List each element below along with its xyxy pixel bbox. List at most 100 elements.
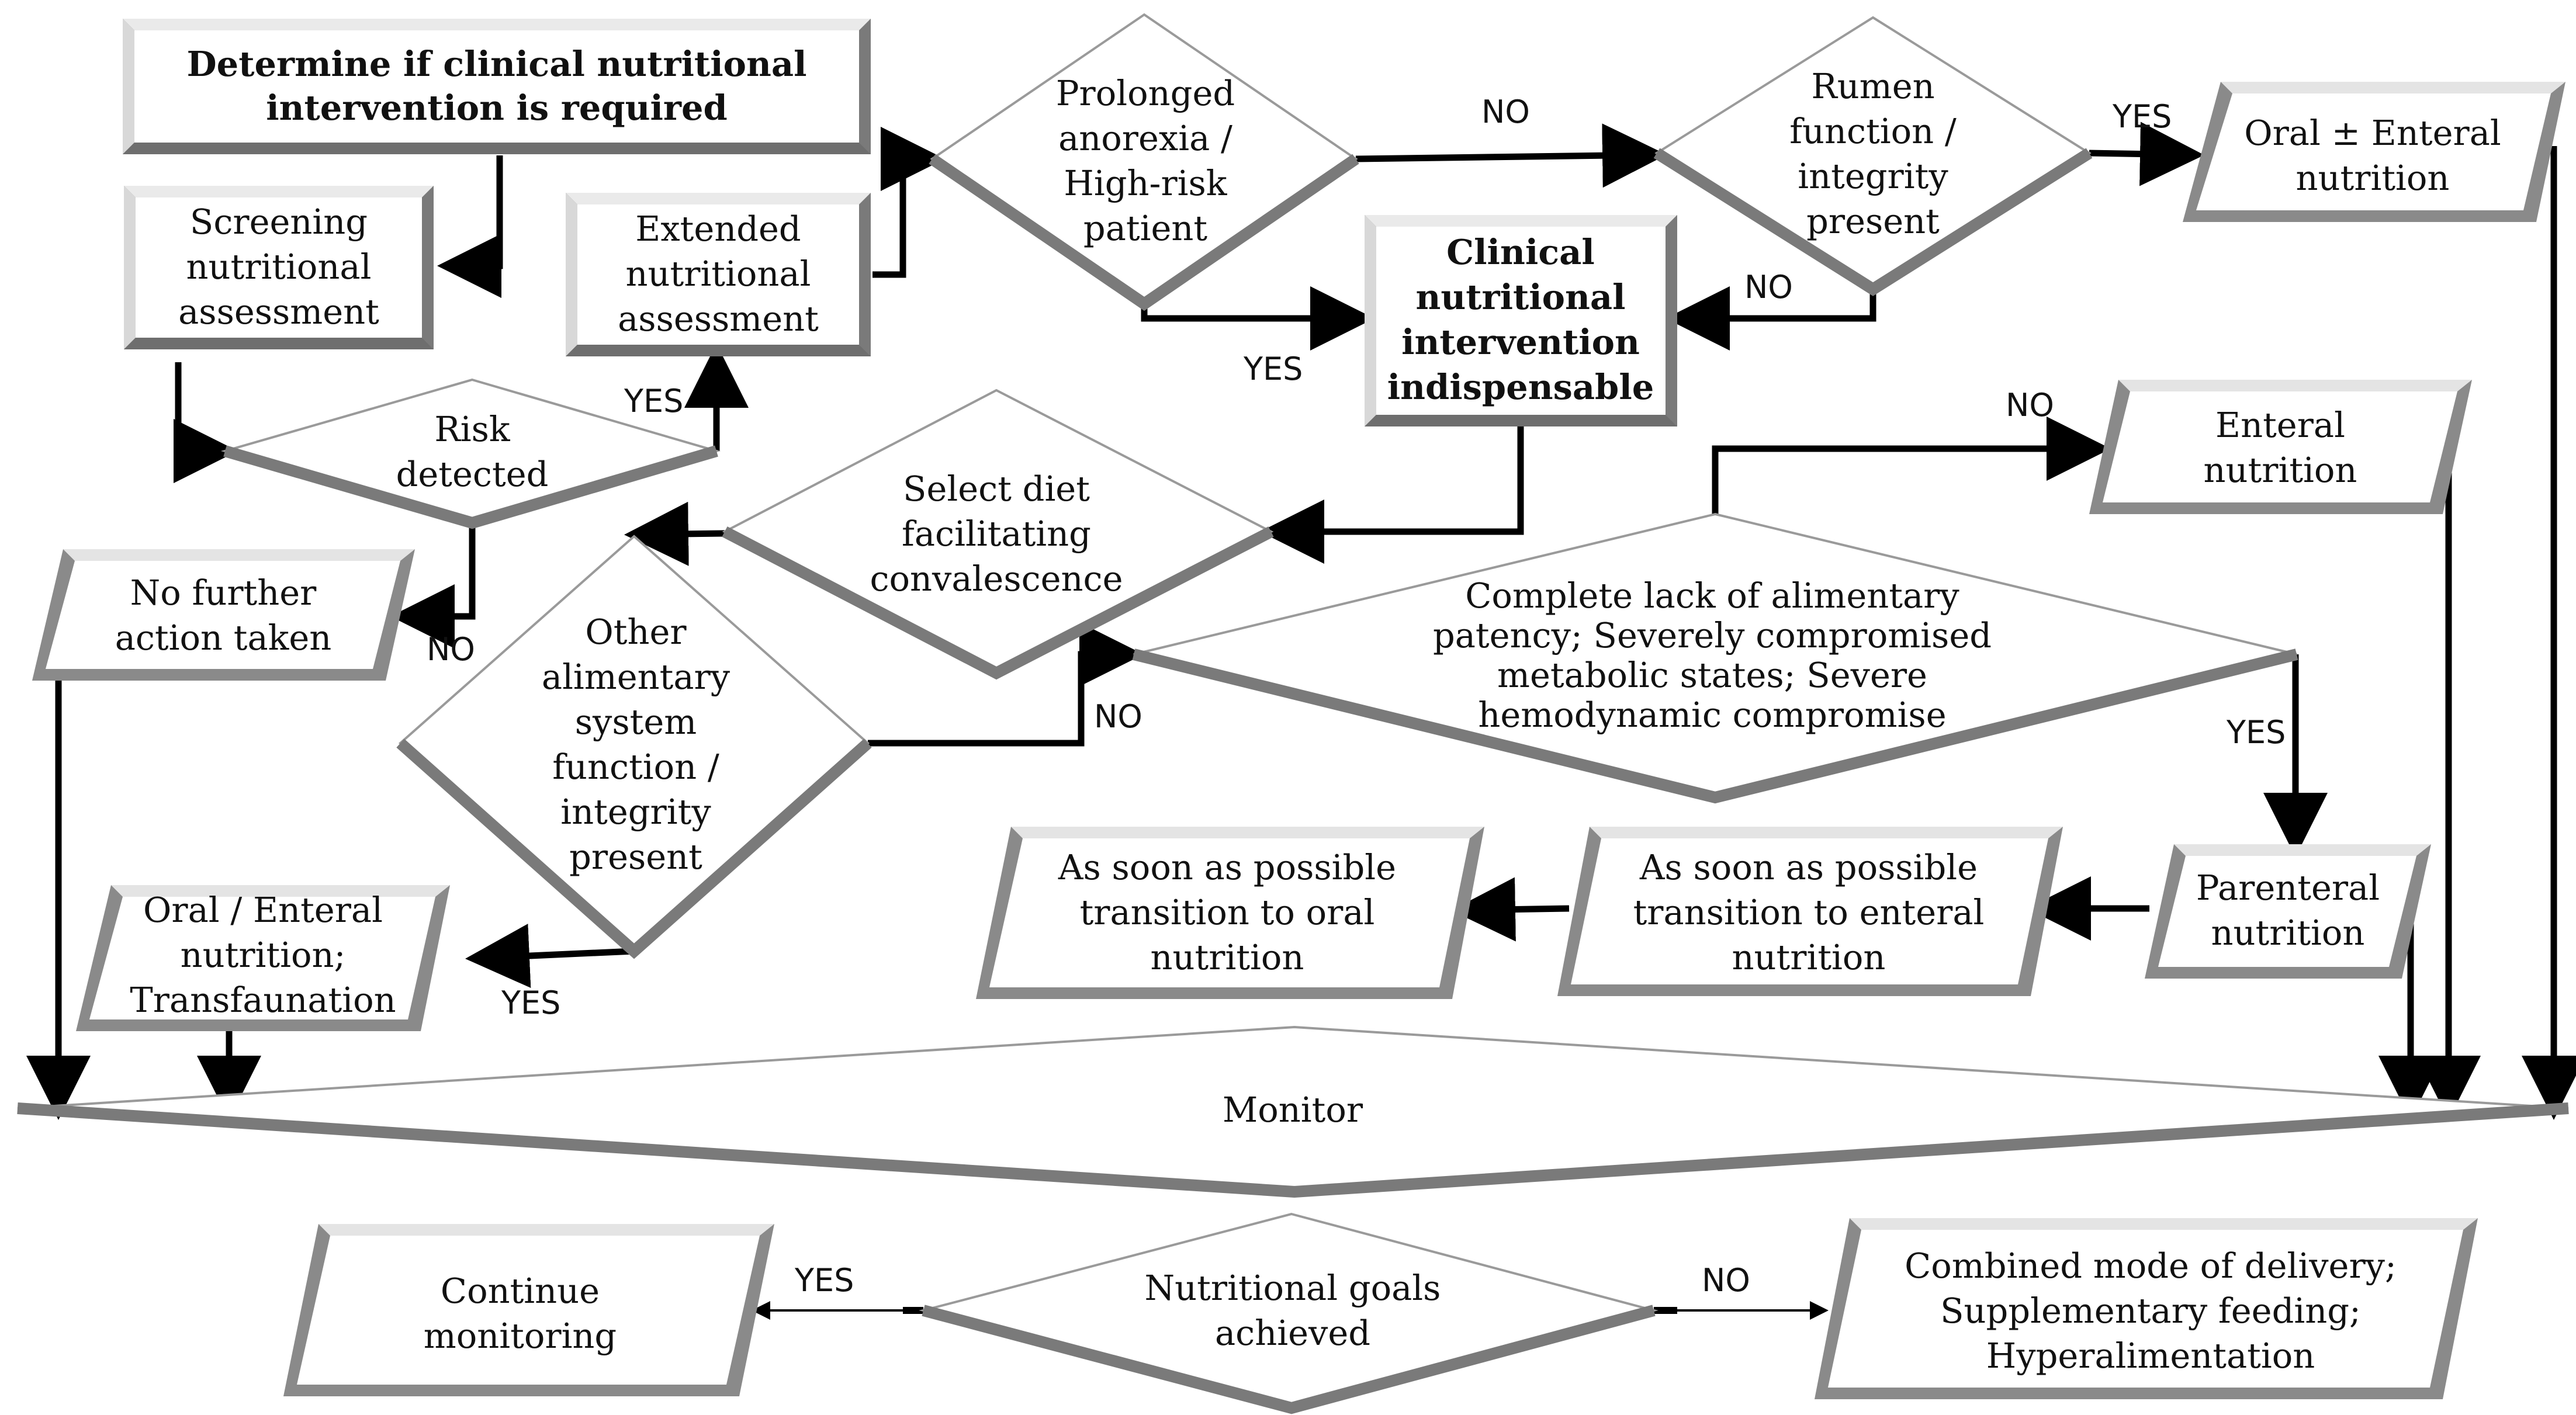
clinical-label-2: nutritional — [1415, 277, 1625, 317]
node-enteral: Enteral nutrition — [2089, 380, 2472, 514]
risk-label-2: detected — [396, 454, 549, 494]
edge-rumen-oral — [2089, 122, 2204, 186]
node-combined: Combined mode of delivery; Supplementary… — [1815, 1218, 2478, 1399]
edge-prolonged-rumen — [1355, 123, 1667, 188]
oral-transf-label-3: Transfaunation — [130, 980, 396, 1020]
node-risk: Risk detected — [220, 378, 721, 529]
rumen-label-4: present — [1806, 201, 1940, 241]
edge-rumen-clinical — [1666, 286, 1876, 351]
select-diet-label-3: convalescence — [870, 559, 1123, 599]
node-screening: Screening nutritional assessment — [124, 186, 434, 349]
clinical-label-4: indispensable — [1387, 367, 1654, 407]
other-label-2: alimentary — [542, 657, 730, 697]
extended-label-3: assessment — [618, 299, 819, 339]
complete-lack-label-4: hemodynamic compromise — [1478, 695, 1946, 735]
prolonged-label-2: anorexia / — [1058, 118, 1232, 158]
oral-enteral-label-2: nutrition — [2296, 158, 2450, 198]
determine-label-2: intervention is required — [266, 88, 728, 128]
node-oral-transfaunation: Oral / Enteral nutrition; Transfaunation — [76, 885, 450, 1031]
goals-label-2: achieved — [1215, 1313, 1370, 1353]
node-clinical: Clinical nutritional intervention indisp… — [1365, 215, 1677, 426]
other-label-4: function / — [552, 747, 719, 787]
node-determine: Determine if clinical nutritional interv… — [123, 19, 871, 154]
parenteral-label-1: Parenteral — [2196, 868, 2380, 908]
label-other-no: NO — [1094, 698, 1142, 735]
combined-label-3: Hyperalimentation — [1986, 1336, 2315, 1376]
label-rumen-yes: YES — [2112, 98, 2172, 135]
label-complete-yes: YES — [2226, 714, 2286, 751]
enteral-label-2: nutrition — [2204, 450, 2357, 490]
risk-label-1: Risk — [434, 409, 511, 449]
edge-risk-nofurther — [390, 523, 476, 648]
rumen-label-2: function / — [1789, 111, 1957, 151]
asap-oral-label-1: As soon as possible — [1058, 847, 1396, 887]
node-complete-lack: Complete lack of alimentary patency; Sev… — [1132, 512, 2298, 804]
combined-label-2: Supplementary feeding; — [1940, 1291, 2361, 1331]
asap-enteral-label-2: transition to enteral — [1633, 892, 1985, 932]
edge-extended-prolonged — [872, 127, 945, 278]
combined-label-1: Combined mode of delivery; — [1905, 1246, 2397, 1286]
edge-other-oraltransf — [465, 924, 635, 988]
continue-label-2: monitoring — [424, 1316, 617, 1356]
goals-label-1: Nutritional goals — [1145, 1268, 1441, 1308]
enteral-label-1: Enteral — [2215, 405, 2345, 445]
label-prolonged-yes: YES — [1243, 351, 1303, 387]
label-other-yes: YES — [501, 984, 560, 1021]
edge-complete-enteral — [1712, 417, 2111, 514]
node-other-alimentary: Other alimentary system function / integ… — [396, 535, 872, 959]
node-rumen: Rumen function / integrity present — [1653, 16, 2093, 296]
complete-lack-label-3: metabolic states; Severe — [1497, 655, 1927, 695]
label-prolonged-no: NO — [1481, 93, 1530, 130]
other-label-3: system — [575, 702, 697, 742]
edge-other-complete — [868, 622, 1144, 747]
oral-enteral-label-1: Oral ± Enteral — [2244, 113, 2501, 153]
label-risk-yes: YES — [624, 383, 683, 419]
monitor-label: Monitor — [1223, 1090, 1363, 1130]
node-monitor: Monitor — [17, 1025, 2569, 1198]
prolonged-label-1: Prolonged — [1056, 73, 1235, 113]
node-extended: Extended nutritional assessment — [566, 193, 871, 356]
node-select-diet: Select diet facilitating convalescence — [722, 389, 1274, 680]
node-no-further: No further action taken — [32, 549, 415, 681]
oral-transf-label-2: nutrition; — [181, 935, 346, 975]
label-complete-no: NO — [2006, 387, 2054, 424]
prolonged-label-4: patient — [1083, 208, 1207, 248]
node-oral-enteral: Oral ± Enteral nutrition — [2183, 82, 2565, 222]
edge-asapenteral-asaporal — [1451, 877, 1570, 942]
connectors — [26, 122, 2576, 1120]
select-diet-label-2: facilitating — [902, 514, 1091, 554]
node-prolonged: Prolonged anorexia / High-risk patient — [929, 13, 1359, 311]
prolonged-label-3: High-risk — [1064, 163, 1227, 203]
clinical-label-3: intervention — [1401, 322, 1640, 362]
complete-lack-label-1: Complete lack of alimentary — [1465, 575, 1959, 616]
complete-lack-label-2: patency; Severely compromised — [1433, 615, 1992, 656]
other-label-1: Other — [585, 612, 687, 652]
rumen-label-3: integrity — [1798, 156, 1948, 196]
extended-label-1: Extended — [635, 209, 801, 249]
edge-determine-screening — [437, 155, 503, 298]
screening-label-2: nutritional — [186, 247, 372, 287]
asap-oral-label-2: transition to oral — [1080, 892, 1375, 932]
label-rumen-no: NO — [1744, 269, 1793, 306]
label-goals-no: NO — [1702, 1262, 1750, 1299]
clinical-label-1: Clinical — [1446, 232, 1595, 272]
continue-label-1: Continue — [441, 1271, 600, 1311]
asap-enteral-label-3: nutrition — [1732, 937, 1886, 977]
determine-label: Determine if clinical nutritional — [187, 44, 807, 84]
edge-prolonged-clinical — [1141, 286, 1374, 351]
parenteral-label-2: nutrition — [2211, 913, 2365, 953]
edge-labels: YES NO NO YES YES NO NO YES NO YES YES N… — [427, 93, 2286, 1299]
oral-transf-label-1: Oral / Enteral — [143, 890, 383, 930]
edge-screening-risk — [174, 362, 238, 483]
screening-label-1: Screening — [190, 202, 368, 242]
extended-label-2: nutritional — [626, 254, 811, 294]
node-asap-enteral: As soon as possible transition to entera… — [1557, 827, 2063, 996]
node-goals: Nutritional goals achieved — [919, 1212, 1659, 1414]
edge-clinical-selectdiet — [1260, 426, 1524, 564]
label-goals-yes: YES — [794, 1262, 854, 1299]
asap-oral-label-3: nutrition — [1151, 937, 1304, 977]
rumen-label-1: Rumen — [1811, 66, 1934, 106]
no-further-label-1: No further — [130, 573, 317, 613]
other-label-5: integrity — [560, 792, 711, 832]
